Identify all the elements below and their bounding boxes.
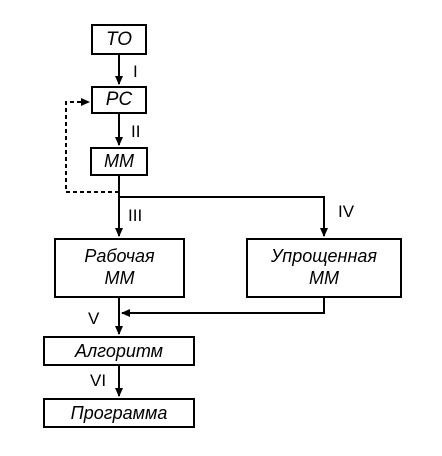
stage-label-ii: II [131, 122, 141, 141]
box-working-mm-line2: ММ [104, 268, 135, 288]
arrow-junction-simplified-mm [119, 196, 328, 237]
stage-label-vi: VI [90, 371, 107, 390]
box-program-label: Программа [70, 402, 168, 423]
box-program: Программа [43, 398, 195, 428]
box-simplified-mm-line1: Упрощенная [271, 246, 377, 267]
stage-label-iii: III [128, 206, 143, 225]
feedback-dashed-arrow [65, 98, 119, 193]
box-simplified-mm: Упрощенная ММ [246, 238, 402, 298]
box-to: ТО [91, 24, 147, 55]
box-rs: РС [91, 86, 147, 114]
arrow-simplified-mm-merge [121, 298, 325, 317]
box-simplified-mm-line2: ММ [309, 268, 339, 288]
box-to-label: ТО [106, 28, 132, 50]
stage-label-v: V [88, 309, 100, 328]
box-working-mm: Рабочая ММ [54, 238, 185, 298]
box-mm-label: ММ [104, 151, 134, 171]
box-algorithm: Алгоритм [43, 336, 195, 366]
box-mm: ММ [90, 147, 148, 176]
stage-label-i: I [133, 62, 138, 81]
box-working-mm-line1: Рабочая [84, 246, 155, 267]
box-rs-label: РС [105, 89, 133, 110]
box-algorithm-label: Алгоритм [75, 340, 163, 361]
stage-label-iv: IV [338, 202, 355, 221]
